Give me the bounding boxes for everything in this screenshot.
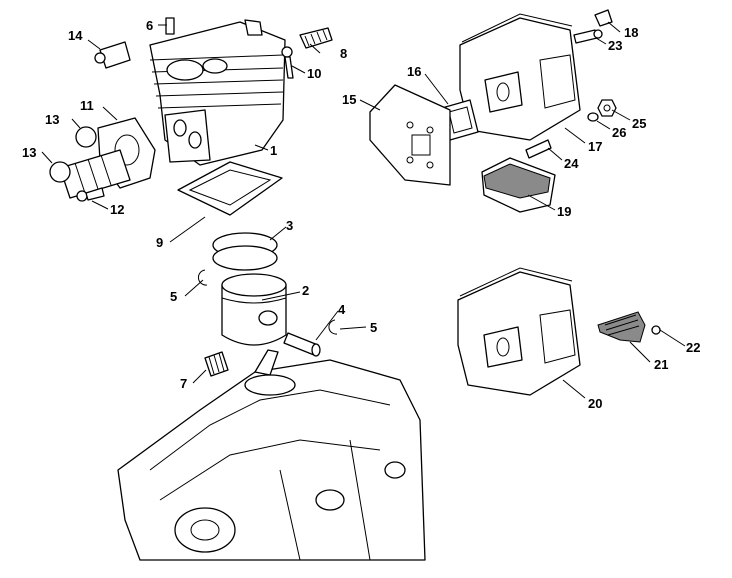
callout-7: 7	[180, 376, 187, 391]
stud-part	[165, 17, 175, 35]
callouts: 1 2 3 4 5 5 6 7 8 9 10 11 12 13 13 14 15…	[22, 18, 700, 411]
callout-14: 14	[68, 28, 83, 43]
leader-lines	[41, 21, 686, 399]
muffler-lower-part	[457, 267, 581, 396]
callout-1: 1	[270, 143, 277, 158]
bolt-18-part	[594, 9, 613, 27]
callout-24: 24	[564, 156, 579, 171]
ring-lower-part	[49, 161, 71, 183]
spark-plug-part	[299, 27, 333, 49]
callout-25: 25	[632, 116, 646, 131]
circlip-left-part	[197, 269, 208, 286]
callout-6: 6	[146, 18, 153, 33]
callout-2: 2	[302, 283, 309, 298]
cylinder-part	[149, 19, 286, 166]
needle-cage-part	[204, 351, 229, 377]
callout-23: 23	[608, 38, 622, 53]
piston-pin-part	[283, 332, 321, 357]
spark-arrestor-part	[597, 311, 646, 343]
washer-26-part	[587, 112, 599, 122]
ring-upper-part	[75, 126, 97, 148]
callout-9: 9	[156, 235, 163, 250]
callout-16: 16	[407, 64, 421, 79]
callout-13-upper: 13	[45, 112, 59, 127]
screw-22-part	[651, 325, 661, 335]
screw-23-part	[573, 29, 603, 44]
cooling-plate-part	[369, 84, 451, 186]
piston-part	[221, 273, 287, 346]
decompression-valve-part	[94, 41, 131, 69]
nut-25-part	[597, 99, 617, 117]
callout-5-left: 5	[170, 289, 177, 304]
callout-15: 15	[342, 92, 356, 107]
muffler-upper-part	[459, 13, 581, 141]
piston-rings-part	[212, 232, 278, 271]
callout-22: 22	[686, 340, 700, 355]
callout-10: 10	[307, 66, 321, 81]
intake-manifold-part	[59, 117, 156, 199]
crankcase-part	[117, 349, 426, 561]
callout-11: 11	[80, 98, 94, 113]
callout-20: 20	[588, 396, 602, 411]
stud-24-part	[525, 139, 552, 159]
circlip-right-part	[328, 319, 338, 335]
cylinder-gasket-part	[177, 161, 283, 216]
screw-12-part	[76, 187, 105, 202]
callout-8: 8	[340, 46, 347, 61]
callout-19: 19	[557, 204, 571, 219]
callout-21: 21	[654, 357, 668, 372]
callout-5-right: 5	[370, 320, 377, 335]
callout-4: 4	[338, 302, 346, 317]
callout-17: 17	[588, 139, 602, 154]
muffler-cover-part	[481, 157, 556, 213]
callout-18: 18	[624, 25, 638, 40]
callout-13-lower: 13	[22, 145, 36, 160]
callout-12: 12	[110, 202, 124, 217]
callout-3: 3	[286, 218, 293, 233]
callout-26: 26	[612, 125, 626, 140]
screw-10-part	[281, 46, 294, 79]
